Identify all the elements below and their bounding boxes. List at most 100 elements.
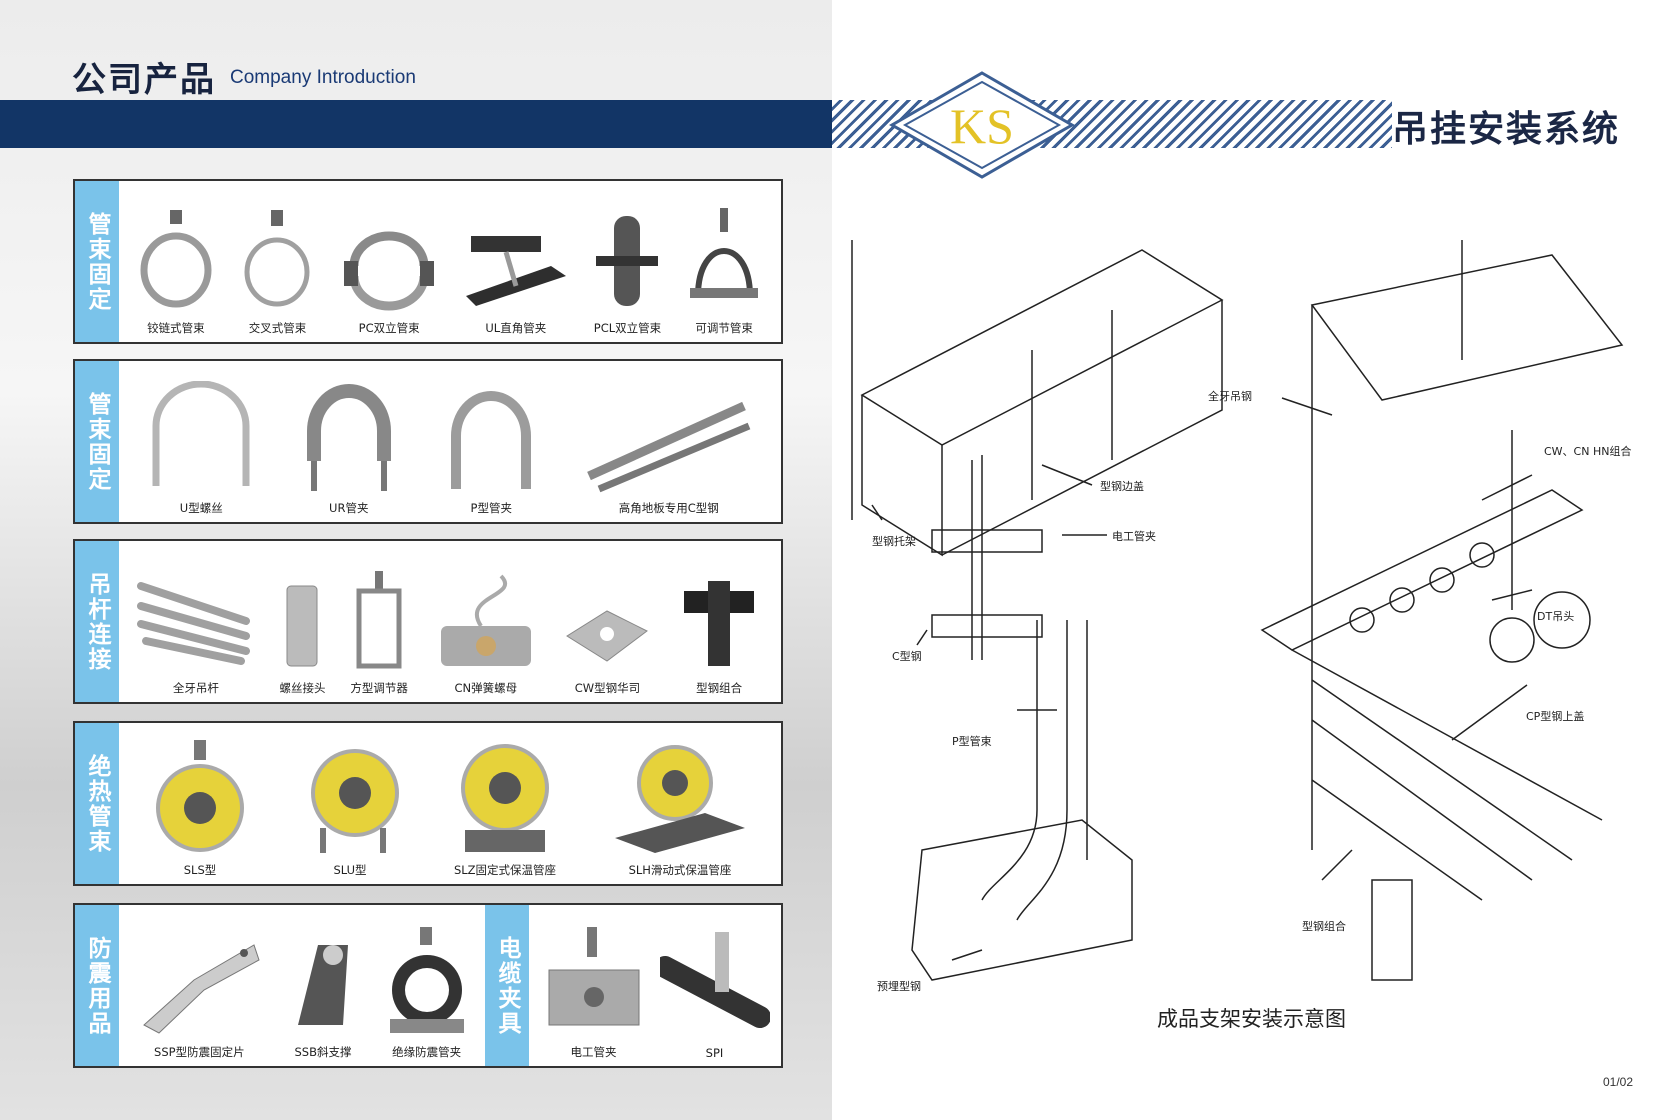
square-adjuster-icon <box>356 571 402 669</box>
product-label: 铰链式管束 <box>147 321 205 335</box>
product-label: PC双立管束 <box>358 321 420 335</box>
page-title: 公司产品 <box>72 60 216 100</box>
ssb-diagonal-brace-icon <box>297 945 348 1025</box>
header-band <box>0 100 832 148</box>
product-item: P型管夹 <box>441 361 541 522</box>
product-item: 高角地板专用C型钢 <box>584 361 754 522</box>
product-item: CN弹簧螺母 <box>431 541 541 702</box>
section-insulated-clamps: 绝热管束 SLS型 SLU型 SLZ固定式保温管座 SLH滑动式保温管座 <box>73 721 783 886</box>
ssp-seismic-plate-icon <box>143 944 260 1034</box>
product-label: SSP型防震固定片 <box>154 1045 245 1059</box>
product-item: SLZ固定式保温管座 <box>450 723 560 884</box>
product-label: U型螺丝 <box>179 501 223 515</box>
product-label: SPI <box>705 1046 724 1060</box>
product-label: 螺丝接头 <box>279 681 326 695</box>
product-item: SPI <box>659 905 770 1066</box>
spi-clamp-icon <box>659 932 770 1028</box>
slu-insulated-clamp-icon <box>311 749 399 853</box>
diagram-caption: 成品支架安装示意图 <box>1157 1007 1346 1031</box>
hinged-clamp-icon <box>140 210 212 308</box>
section-tab: 防震用品 <box>75 905 119 1066</box>
ks-logo-icon <box>889 71 1075 179</box>
product-item: CW型钢华司 <box>562 541 652 702</box>
product-label: PCL双立管束 <box>593 321 662 335</box>
product-item: PC双立管束 <box>339 181 439 342</box>
brand-logo-text: KS <box>950 98 1014 154</box>
spring-nut-icon <box>440 574 531 666</box>
right-page: KS 吊挂安装系统 <box>832 0 1653 1120</box>
steel-washer-icon <box>566 610 649 662</box>
product-label: CW型钢华司 <box>574 681 641 695</box>
diagram-label: DT吊头 <box>1537 610 1574 623</box>
product-item: UL直角管夹 <box>461 181 571 342</box>
page-subtitle: Company Introduction <box>230 67 416 88</box>
product-item: 螺丝接头 <box>277 541 327 702</box>
insulated-seismic-clamp-icon <box>389 927 464 1033</box>
left-page: 公司产品 Company Introduction 管束固定 铰链式管束 交叉式… <box>0 0 832 1120</box>
section-tab: 管束固定 <box>75 181 119 342</box>
product-item: PCL双立管束 <box>592 181 662 342</box>
diagram-label: CW、CN HN组合 <box>1544 444 1631 458</box>
product-label: SLS型 <box>183 863 217 877</box>
product-label: 电工管夹 <box>570 1045 617 1059</box>
product-item: 电工管夹 <box>539 905 649 1066</box>
adjustable-clamp-icon <box>690 208 759 298</box>
ur-clamp-icon <box>306 384 391 491</box>
product-label: SSB斜支撑 <box>294 1045 352 1059</box>
diagram-label: 预埋型钢 <box>877 979 921 993</box>
product-label: UR管夹 <box>329 501 369 515</box>
section-seismic-and-cable: 防震用品 SSP型防震固定片 SSB斜支撑 绝缘防震管夹 电缆夹具 电工管夹 <box>73 903 783 1068</box>
product-label: 高角地板专用C型钢 <box>618 501 719 515</box>
diagram-label: CP型钢上盖 <box>1526 709 1584 723</box>
product-item: 可调节管束 <box>684 181 764 342</box>
section-tab-label: 管束固定 <box>84 211 110 312</box>
sls-insulated-clamp-icon <box>156 740 244 852</box>
page-number: 01/02 <box>1602 1075 1633 1089</box>
diagram-label: 型钢边盖 <box>1100 479 1144 493</box>
product-label: 方型调节器 <box>350 681 408 695</box>
diagram-label: 型钢托架 <box>872 534 916 548</box>
diagram-label: 全牙吊钢 <box>1208 389 1252 403</box>
product-label: 型钢组合 <box>696 681 743 695</box>
diagram-label: P型管束 <box>952 734 992 748</box>
steel-assembly-icon <box>684 581 755 666</box>
product-item: 交叉式管束 <box>237 181 317 342</box>
slh-sliding-pipe-saddle-icon <box>615 745 745 853</box>
section-tab-label: 管束固定 <box>84 391 110 492</box>
product-item: SSP型防震固定片 <box>134 905 264 1066</box>
diagram-label: C型钢 <box>892 649 922 663</box>
right-angle-clamp-icon <box>465 236 566 306</box>
section-tab-label: 防震用品 <box>84 935 110 1036</box>
product-label: P型管夹 <box>470 501 512 515</box>
product-label: 可调节管束 <box>695 321 753 335</box>
section-tab: 电缆夹具 <box>485 905 529 1066</box>
diagram-label: 型钢组合 <box>1302 919 1346 933</box>
product-item: SLH滑动式保温管座 <box>610 723 750 884</box>
section-tab-label: 绝热管束 <box>84 753 110 854</box>
product-item: 型钢组合 <box>674 541 764 702</box>
section-tab-label: 吊杆连接 <box>84 571 110 672</box>
pcl-clamp-icon <box>596 216 659 306</box>
diagram-label: 电工管夹 <box>1112 529 1156 543</box>
u-bolt-icon <box>152 381 250 486</box>
conduit-clamp-icon <box>548 927 639 1026</box>
slz-fixed-pipe-saddle-icon <box>461 744 549 852</box>
section-tab: 吊杆连接 <box>75 541 119 702</box>
product-item: SLS型 <box>150 723 250 884</box>
product-item: SLU型 <box>300 723 400 884</box>
p-clamp-icon <box>451 391 532 489</box>
product-item: UR管夹 <box>299 361 399 522</box>
threaded-rod-icon <box>136 582 250 665</box>
section-pipe-clamps: 管束固定 铰链式管束 交叉式管束 PC双立管束 UL直角管夹 PCL双立管束 <box>73 179 783 344</box>
coupling-nut-icon <box>286 585 318 667</box>
product-label: 交叉式管束 <box>248 321 307 335</box>
product-label: SLU型 <box>333 863 367 877</box>
product-label: SLH滑动式保温管座 <box>628 863 732 877</box>
section-tab: 绝热管束 <box>75 723 119 884</box>
product-label: 全牙吊杆 <box>172 681 219 695</box>
c-steel-icon <box>586 401 751 493</box>
product-item: 方型调节器 <box>349 541 409 702</box>
section-tab: 管束固定 <box>75 361 119 522</box>
product-item: 铰链式管束 <box>136 181 216 342</box>
product-item: 全牙吊杆 <box>136 541 256 702</box>
